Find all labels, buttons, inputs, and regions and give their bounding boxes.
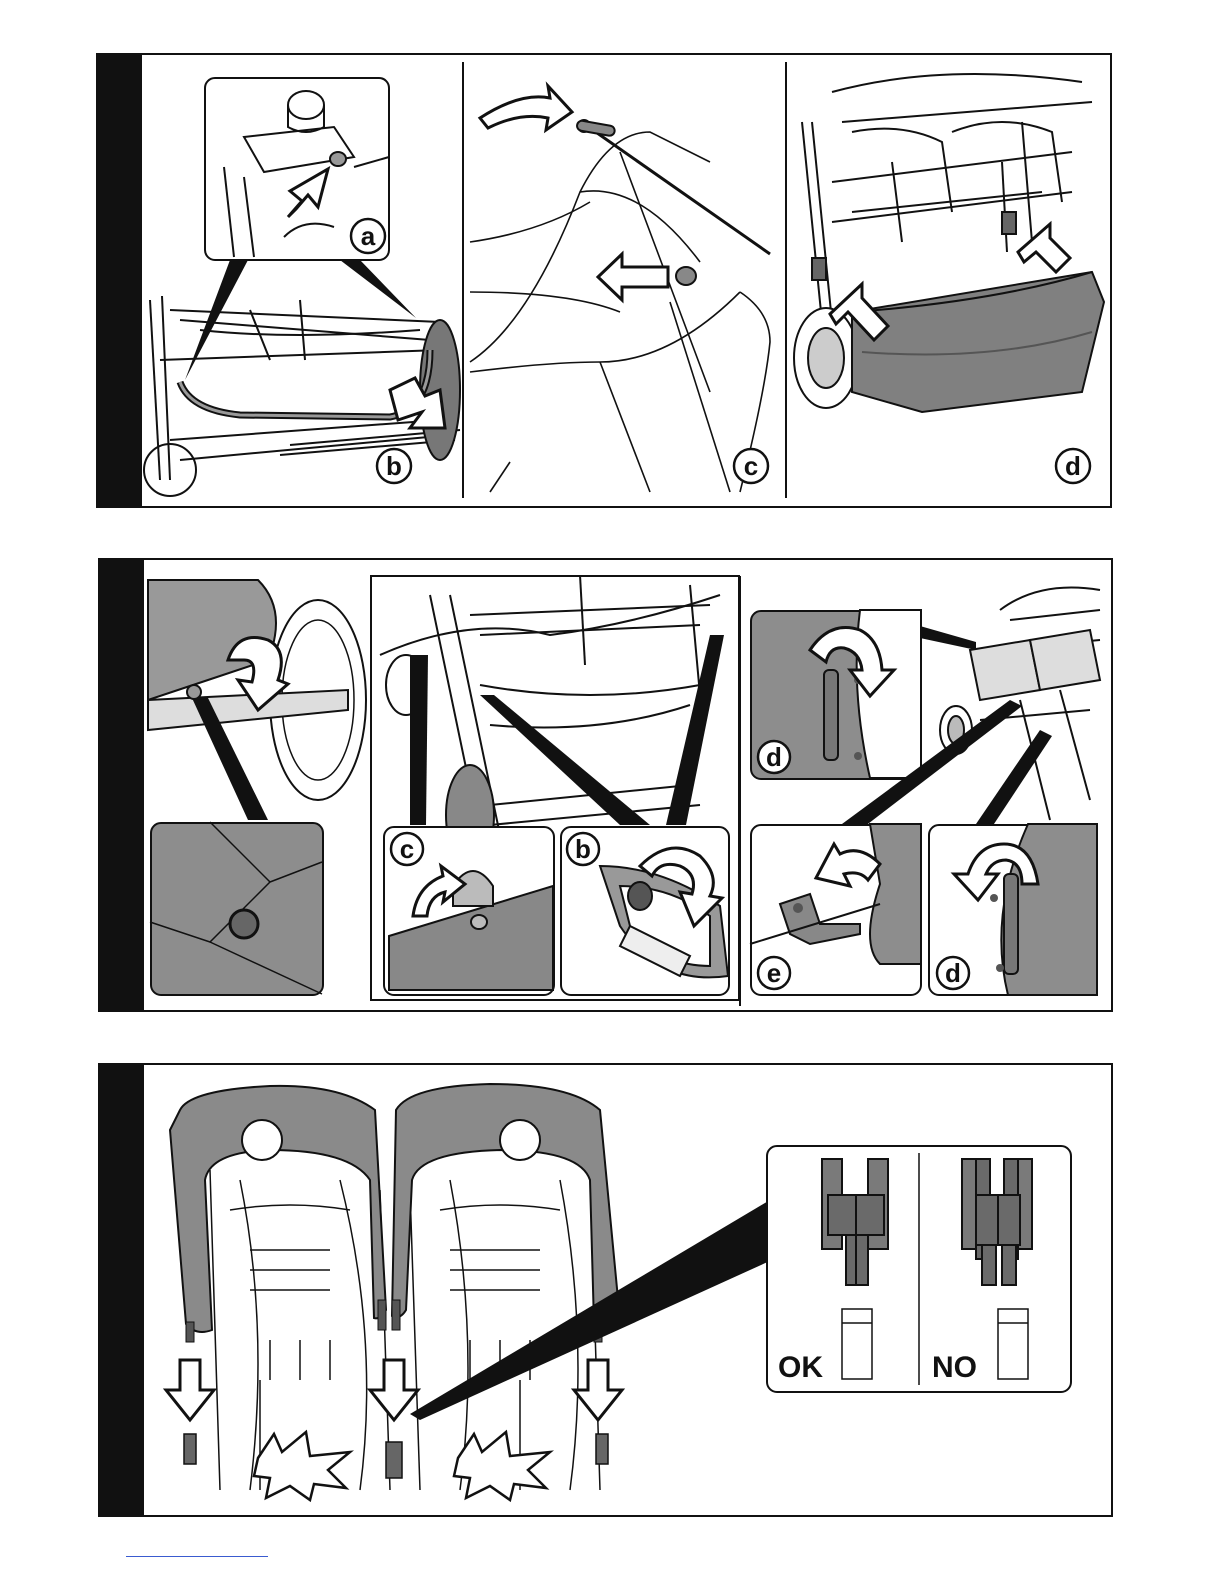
svg-text:d: d [766, 742, 782, 772]
panel-1-divider-1 [462, 62, 464, 498]
step-label-c: c [388, 830, 426, 868]
step-label-e: e [755, 954, 793, 992]
step-label-b: b [374, 446, 414, 486]
ok-label: OK [778, 1351, 823, 1384]
panel-band [98, 55, 142, 506]
step-label-c: c [731, 446, 771, 486]
illustration-basket-fabric [470, 62, 780, 498]
svg-text:b: b [386, 451, 402, 481]
no-label: NO [932, 1351, 977, 1384]
inset-hub-detail [150, 822, 324, 996]
svg-text:e: e [767, 958, 781, 988]
step-label-d-top: d [755, 738, 793, 776]
arrow-left-icon [598, 254, 668, 300]
arrow-up-right-icon [1018, 224, 1070, 272]
step-label-a: a [348, 216, 388, 256]
step-label-b: b [564, 830, 602, 868]
arrow-curved-icon [480, 86, 572, 130]
click-burst-icon [454, 1432, 550, 1500]
svg-text:c: c [400, 834, 414, 864]
svg-text:b: b [575, 834, 591, 864]
inset-ok-no: OK NO [766, 1145, 1072, 1393]
step-label-d-bottom: d [934, 954, 972, 992]
pointer-wedge [410, 1200, 772, 1424]
arrow-down-icon [166, 1360, 214, 1420]
footer-rule [126, 1556, 268, 1557]
panel-1-divider-2 [785, 62, 787, 498]
illustration-wheel-hub [148, 580, 368, 820]
svg-text:c: c [744, 451, 758, 481]
svg-text:d: d [945, 958, 961, 988]
step-label-d: d [1053, 446, 1093, 486]
svg-text:d: d [1065, 451, 1081, 481]
svg-text:a: a [361, 221, 376, 251]
pointer-wedges [840, 690, 1060, 840]
panel-band [100, 560, 144, 1010]
illustration-basket-attach [792, 62, 1108, 498]
panel-band [100, 1065, 144, 1515]
click-burst-icon [254, 1432, 350, 1500]
